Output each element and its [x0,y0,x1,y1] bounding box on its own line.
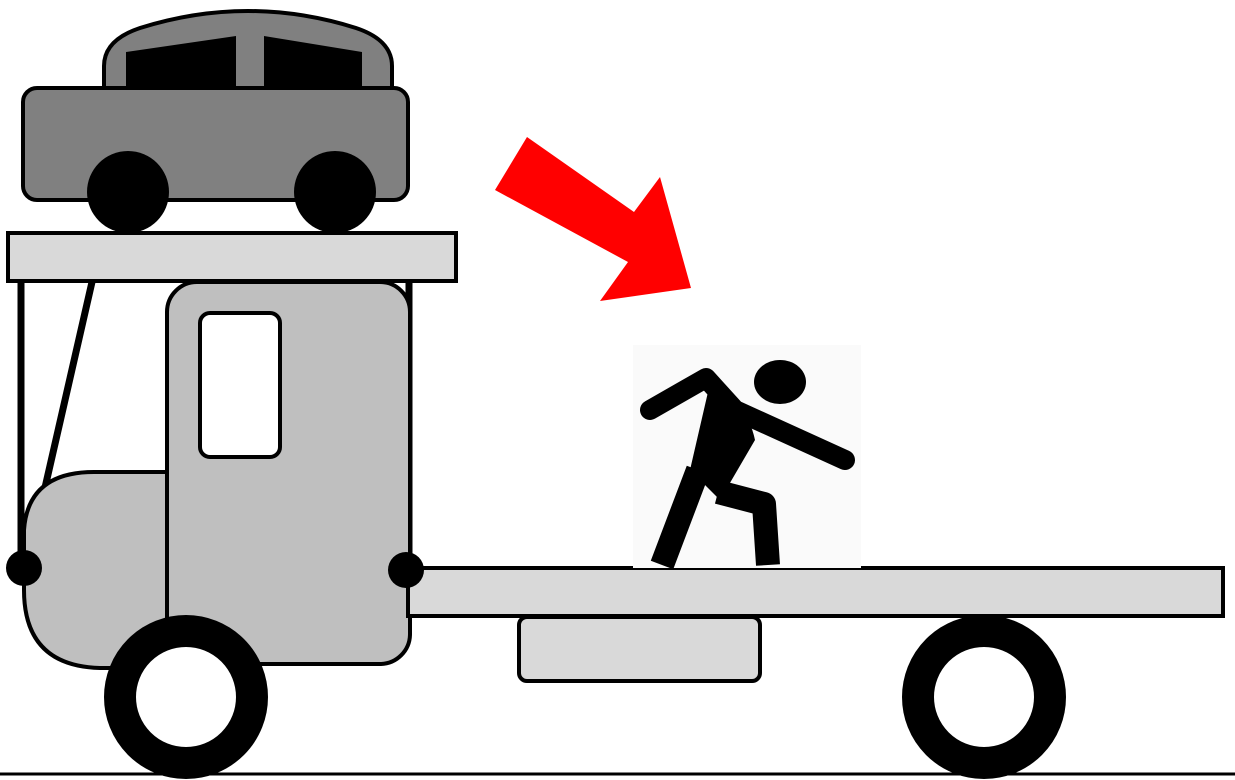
car-icon [23,11,408,233]
hinge-joint-right [388,552,424,588]
car-wheel-rear [294,151,376,233]
arrow-down-right-icon [495,137,691,301]
cab-window [200,313,280,457]
flatbed [408,568,1223,616]
person-head [754,360,806,404]
truck-wheel-rear [918,631,1050,763]
person-falling-icon [633,345,861,568]
hinge-joint-left [6,550,42,586]
upper-deck [8,233,456,281]
car-wheel-front [87,151,169,233]
truck-wheel-front [120,631,252,763]
fuel-tank [519,617,760,681]
